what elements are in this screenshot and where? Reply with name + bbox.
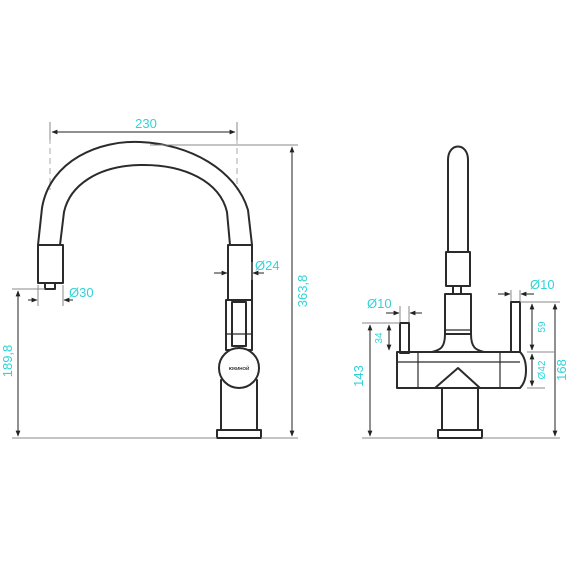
label-body-height: 143 [351, 365, 366, 387]
label-left-lever-height: 34 [374, 332, 385, 344]
side-view: Ø10 Ø10 34 143 59 Ø42 168 [351, 145, 568, 439]
label-left-lever-diameter: Ø10 [367, 296, 392, 311]
right-lever [510, 301, 521, 353]
left-lever [399, 322, 410, 354]
hose-block [227, 244, 253, 301]
front-lever [231, 301, 247, 347]
label-spout-clearance: 189,8 [0, 345, 15, 378]
label-aerator-diameter: Ø30 [69, 285, 94, 300]
label-right-lever-diameter: Ø10 [530, 277, 555, 292]
label-hose-diameter: Ø24 [255, 258, 280, 273]
aerator-tip [44, 282, 56, 290]
side-neck-flare [431, 333, 485, 353]
spout-arch [37, 140, 253, 246]
label-total-height: 363,8 [295, 275, 310, 308]
label-spout-reach: 230 [135, 116, 157, 131]
side-aerator [452, 285, 462, 295]
side-body-cone [434, 367, 481, 389]
body-disk [218, 347, 260, 389]
side-body [396, 351, 527, 389]
base-plate [216, 429, 262, 439]
side-spout [447, 145, 469, 253]
front-view: ЮКИНОЙ 230 363,8 189,8 Ø30 Ø24 [0, 116, 310, 439]
side-base-column [441, 387, 479, 431]
side-neck [444, 293, 472, 335]
side-base-plate [437, 429, 483, 439]
brand-mark: ЮКИНОЙ [229, 364, 250, 371]
label-right-lever-height: 59 [537, 321, 548, 333]
side-hose-block [445, 251, 471, 287]
aerator-block [37, 244, 64, 284]
label-body-diameter: Ø42 [537, 360, 548, 379]
label-side-height: 168 [554, 359, 568, 381]
